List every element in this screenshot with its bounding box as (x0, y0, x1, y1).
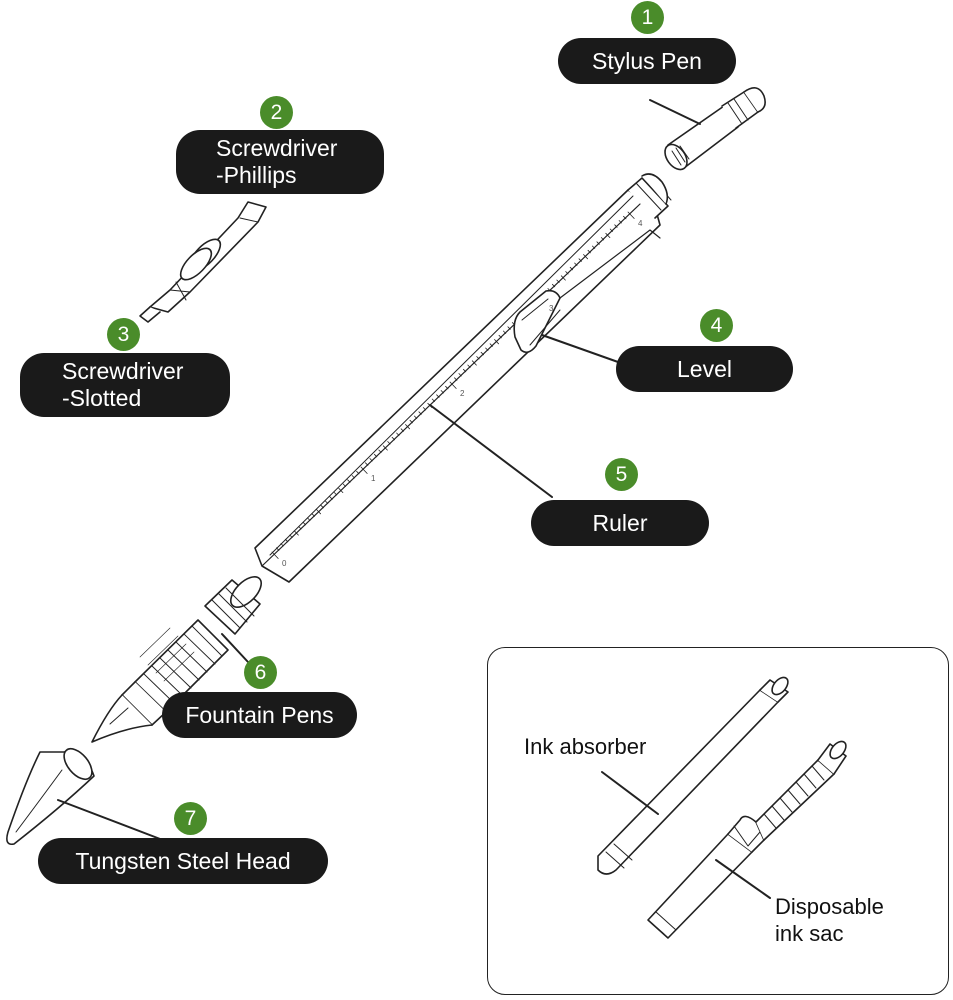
label-tungsten-steel-head: Tungsten Steel Head (38, 838, 328, 884)
label-phillips-line1: Screwdriver (216, 135, 338, 161)
ruler-tick-label: 1 (371, 474, 376, 483)
label-fountain-pens-text: Fountain Pens (185, 701, 334, 728)
label-fountain-pens: Fountain Pens (162, 692, 357, 738)
label-slotted-line2: -Slotted (62, 385, 142, 411)
ink-sac-part (647, 740, 847, 939)
label-tungsten-text: Tungsten Steel Head (75, 847, 291, 874)
ink-absorber-label: Ink absorber (524, 734, 647, 759)
label-ruler-text: Ruler (592, 509, 648, 536)
refill-inset-panel (487, 647, 949, 995)
pen-barrel-part (254, 173, 672, 583)
ink-sac-line1: Disposable (775, 894, 884, 919)
stylus-cap-part (649, 87, 766, 171)
label-stylus-pen: Stylus Pen (558, 38, 736, 84)
ink-sac-label: Disposable ink sac (775, 893, 884, 947)
label-phillips-line2: -Phillips (216, 162, 297, 188)
ruler-tick-label: 2 (460, 389, 465, 398)
step-badge-2: 2 (260, 96, 293, 129)
ruler-tick-label: 0 (282, 559, 287, 568)
tungsten-head-part (6, 747, 169, 846)
step-badge-3: 3 (107, 318, 140, 351)
step-badge-7: 7 (174, 802, 207, 835)
ink-absorber-part (597, 676, 789, 875)
screwdriver-bit-part (139, 201, 267, 323)
step-badge-5: 5 (605, 458, 638, 491)
step-badge-1: 1 (631, 1, 664, 34)
label-screwdriver-phillips: Screwdriver -Phillips (176, 130, 384, 194)
label-screwdriver-slotted: Screwdriver -Slotted (20, 353, 230, 417)
ink-sac-line2: ink sac (775, 921, 844, 946)
ruler-tick-label: 3 (549, 304, 554, 313)
fountain-pen-section-part (91, 576, 262, 743)
label-ruler: Ruler (531, 500, 709, 546)
label-stylus-pen-text: Stylus Pen (592, 47, 702, 74)
step-badge-6: 6 (244, 656, 277, 689)
label-level: Level (616, 346, 793, 392)
label-level-text: Level (677, 355, 732, 382)
label-slotted-line1: Screwdriver (62, 358, 184, 384)
ruler-tick-label: 4 (638, 219, 643, 228)
step-badge-4: 4 (700, 309, 733, 342)
